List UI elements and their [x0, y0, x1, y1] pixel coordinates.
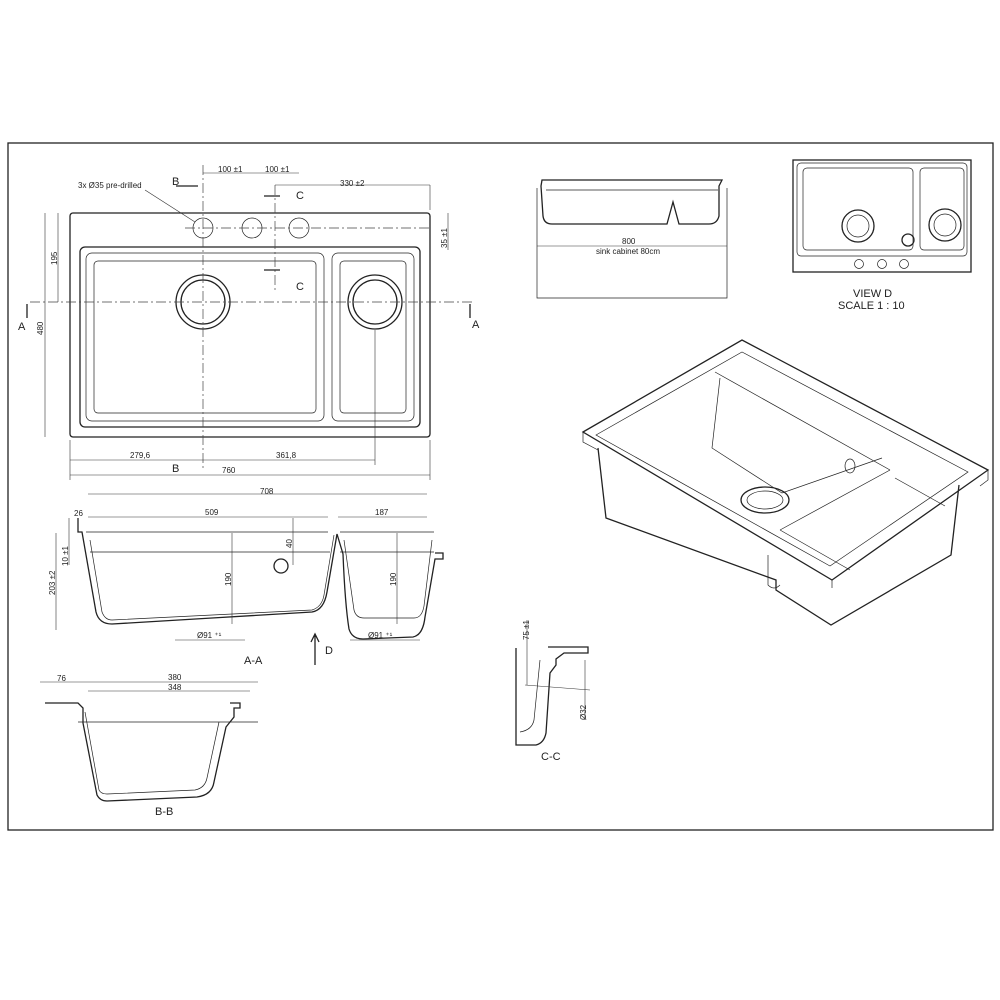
- dim-32: Ø32: [579, 704, 588, 720]
- dim-509: 509: [205, 508, 219, 517]
- left-bowl: [85, 252, 325, 422]
- bowl-rim: [79, 246, 421, 428]
- dim-hole-spacing: 100 ±1: [265, 165, 290, 174]
- dim-40: 40: [285, 539, 294, 548]
- view-d-scale: SCALE 1 : 10: [838, 300, 905, 312]
- dim-380: 380: [168, 673, 182, 682]
- section-marker-b: B: [172, 176, 179, 188]
- dim-35: 35 ±1: [440, 227, 449, 248]
- cabinet-caption: sink cabinet 80cm: [596, 247, 660, 256]
- dim-26: 26: [74, 509, 83, 518]
- dim-330: 330 ±2: [340, 179, 365, 188]
- view-d-arrow: [310, 632, 320, 665]
- section-b-b: 76 380 348 B-B: [40, 673, 258, 818]
- dim-drain-91: Ø91 ⁺¹: [368, 631, 393, 640]
- isometric-view: [581, 339, 990, 626]
- dim-drain-91: Ø91 ⁺¹: [197, 631, 222, 640]
- sink-outline: [69, 212, 431, 438]
- section-marker-a: A: [18, 321, 26, 333]
- left-drain: [175, 274, 231, 330]
- section-marker-c: C: [296, 190, 304, 202]
- dim-203: 203 ±2: [48, 570, 57, 595]
- overflow-hole: [273, 558, 289, 574]
- right-bowl: [331, 252, 415, 422]
- dim-187: 187: [375, 508, 389, 517]
- section-marker-c: C: [296, 281, 304, 293]
- dim-75: 75 ±1: [522, 619, 531, 640]
- dim-760: 760: [222, 466, 236, 475]
- drawing-frame: [7, 142, 994, 831]
- iso-drain: [740, 486, 790, 514]
- section-marker-b: B: [172, 463, 179, 475]
- dim-76: 76: [57, 674, 66, 683]
- plan-view: 3x Ø35 pre-drilled 100 ±1 100 ±1 330 ±2 …: [18, 165, 480, 480]
- dim-hole-spacing: 100 ±1: [218, 165, 243, 174]
- section-marker-a: A: [472, 319, 480, 331]
- section-label-b-b: B-B: [155, 806, 173, 818]
- dim-195: 195: [50, 251, 59, 265]
- dim-348: 348: [168, 683, 182, 692]
- right-drain: [347, 274, 403, 330]
- section-c-c: 75 ±1 Ø32 C-C: [515, 619, 591, 763]
- dim-800: 800: [622, 237, 636, 246]
- cabinet-view: 800 sink cabinet 80cm: [536, 179, 728, 299]
- view-d: VIEW D SCALE 1 : 10: [792, 159, 972, 312]
- dim-10: 10 ±1: [61, 545, 70, 566]
- dim-190: 190: [224, 572, 233, 586]
- dim-190: 190: [389, 572, 398, 586]
- dim-480: 480: [36, 321, 45, 335]
- dim-361-8: 361,8: [276, 451, 297, 460]
- section-label-a-a: A-A: [244, 655, 263, 667]
- view-d-title: VIEW D: [853, 288, 892, 300]
- dim-279-6: 279,6: [130, 451, 151, 460]
- section-label-c-c: C-C: [541, 751, 561, 763]
- view-d-marker: D: [325, 645, 333, 657]
- section-a-a: 708 26 509 187 40 10 ±1 203 ±2 190 190 Ø…: [48, 487, 444, 667]
- dim-708: 708: [260, 487, 274, 496]
- pre-drilled-callout: 3x Ø35 pre-drilled: [78, 181, 142, 190]
